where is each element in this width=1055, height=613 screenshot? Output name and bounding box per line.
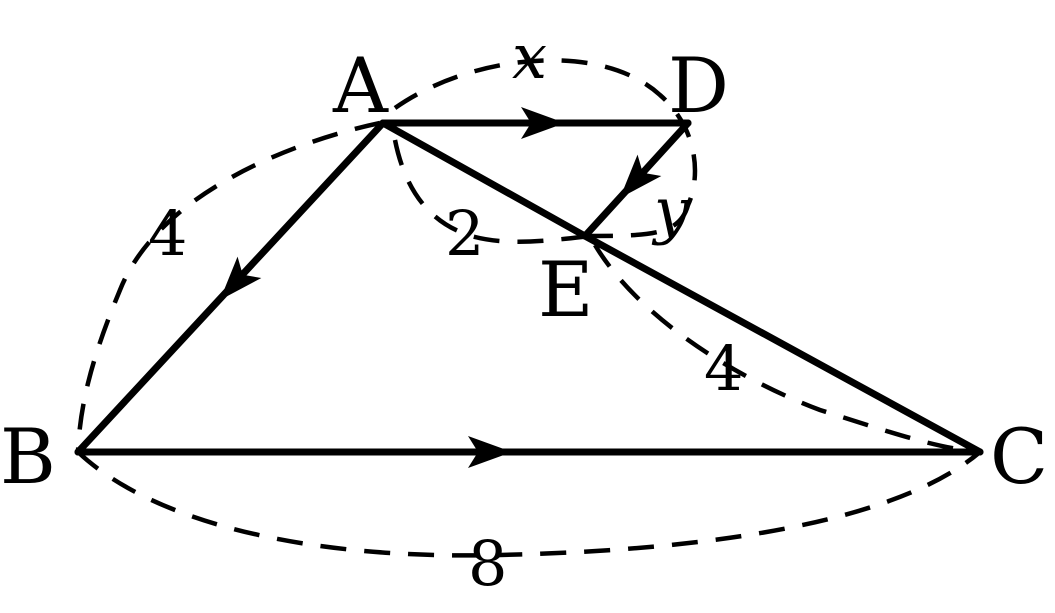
arrowhead-bc (468, 436, 512, 468)
measure-label-ab: 4 (148, 197, 187, 270)
measure-label-bc: 8 (468, 527, 507, 600)
measure-label-ec: 4 (704, 332, 743, 405)
point-label-d: D (668, 41, 729, 130)
dimension-arc-ae (392, 139, 591, 244)
point-label-b: B (0, 412, 56, 501)
segment-ec (581, 232, 984, 456)
dimension-arc-bc (76, 450, 982, 558)
point-label-a: A (332, 41, 389, 130)
dimension-arc-ec (593, 243, 981, 455)
segment-ae (379, 119, 589, 240)
dimension-arc-y (589, 204, 691, 239)
point-label-e: E (538, 245, 593, 334)
dimension-arc-x (393, 58, 698, 206)
point-label-c: C (990, 412, 1048, 501)
arrowhead-de (620, 154, 662, 198)
measure-label-ae: 2 (445, 197, 484, 270)
measure-label-de: y (651, 174, 690, 247)
measure-label-ad: x (512, 20, 547, 93)
arrowhead-ab (220, 256, 262, 300)
arrowhead-ad (521, 107, 565, 139)
